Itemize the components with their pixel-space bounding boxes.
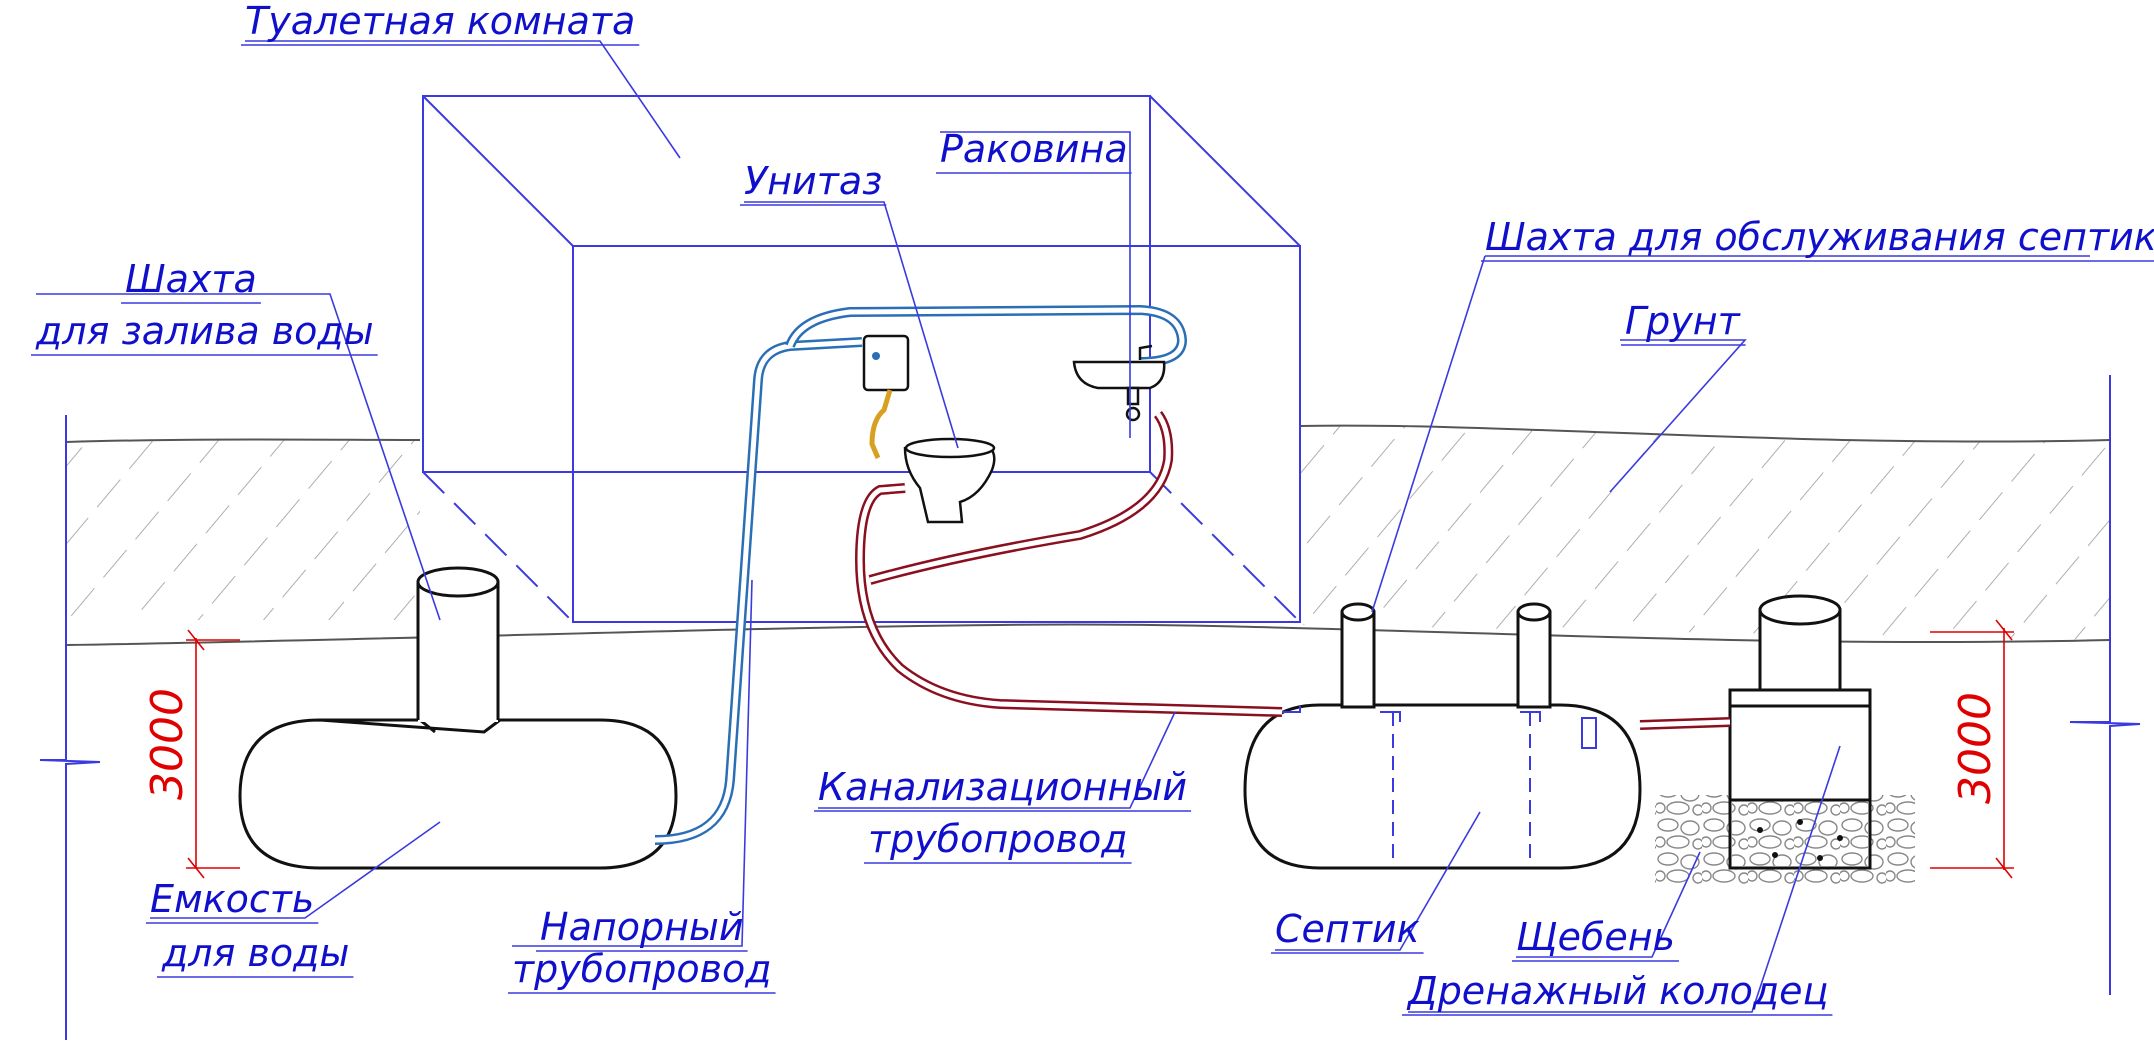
label-water-tank-line1: Емкость — [150, 877, 314, 921]
fill-shaft-body — [418, 582, 498, 722]
left-break-line — [39, 415, 101, 1040]
label-sink: Раковина — [940, 127, 1128, 171]
drain-well-gravel-fill — [1732, 800, 1868, 866]
label-pressure-line1: Напорный — [540, 905, 744, 949]
dimension-lines — [186, 619, 2014, 879]
dimension-left-depth: 3000 — [142, 688, 193, 800]
label-pressure-line2: трубопровод — [512, 947, 772, 991]
label-sewer-line1: Канализационный — [818, 765, 1187, 809]
ground-top-line-left — [65, 438, 421, 443]
labels: Туалетная комната Раковина Унитаз Шахта … — [31, 0, 2154, 1016]
label-drain-well: Дренажный колодец — [1406, 969, 1828, 1013]
toilet-fixture — [862, 334, 996, 524]
label-septic: Септик — [1275, 907, 1420, 951]
septic-shaft-1 — [1340, 610, 1376, 709]
label-fill-shaft-line2: для залива воды — [35, 309, 374, 353]
septic-shaft-2 — [1516, 610, 1552, 709]
septic-body — [1243, 703, 1642, 870]
label-toilet-room: Туалетная комната — [245, 0, 635, 43]
soil-layer — [39, 375, 2141, 1040]
right-break-line — [2069, 375, 2141, 995]
label-gravel: Щебень — [1516, 915, 1675, 959]
label-septic-service-shaft: Шахта для обслуживания септика — [1485, 215, 2154, 259]
toilet-cistern — [862, 334, 910, 392]
label-sewer-line2: трубопровод — [868, 817, 1128, 861]
toilet-flush-pipe — [869, 389, 893, 459]
ground-bottom-line — [65, 623, 2111, 646]
label-toilet: Унитаз — [744, 159, 882, 203]
toilet-room-box — [422, 95, 1301, 623]
label-fill-shaft-line1: Шахта — [125, 257, 257, 301]
water-tank-body — [238, 718, 678, 870]
sink-fixture — [1072, 344, 1166, 422]
leader-lines — [36, 40, 2090, 1013]
sewer-pipe — [854, 411, 1731, 730]
sink-bowl — [1072, 360, 1166, 390]
dimension-right-depth: 3000 — [1950, 692, 2001, 804]
fill-shaft-top — [416, 566, 500, 598]
sink-faucet — [1138, 344, 1153, 360]
soil-left — [66, 439, 420, 620]
room-front-face — [572, 245, 1301, 623]
septic-tank — [1243, 602, 1642, 870]
drain-well — [1655, 594, 1915, 885]
label-soil: Грунт — [1625, 299, 1742, 343]
ground-top-line-right — [1299, 424, 2111, 443]
soil-right — [1300, 425, 2110, 640]
pressure-pipe — [654, 304, 1188, 845]
water-tank — [238, 566, 678, 870]
label-water-tank-line2: для воды — [161, 931, 349, 975]
